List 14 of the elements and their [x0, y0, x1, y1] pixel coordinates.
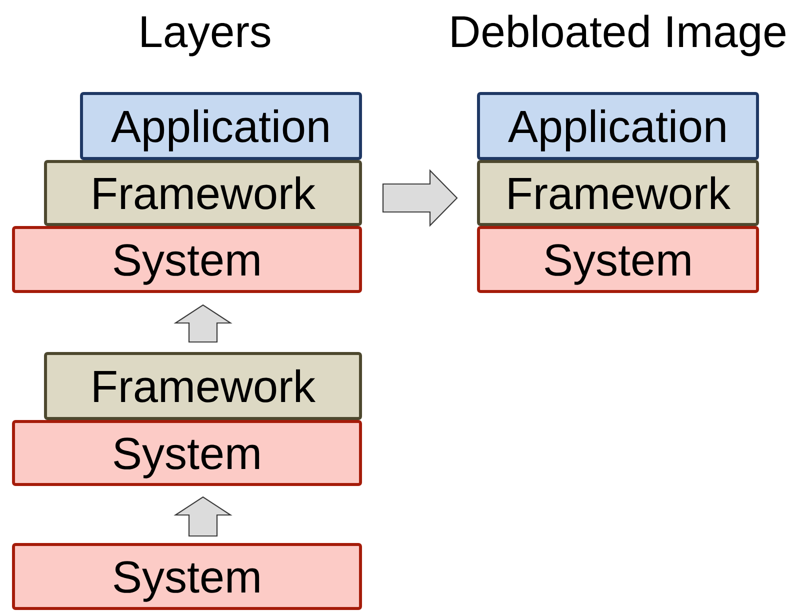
layer-box: System	[12, 420, 362, 486]
block-arrow	[174, 496, 232, 537]
layer-box: System	[12, 543, 362, 610]
layer-box: System	[477, 226, 759, 293]
layer-box: Framework	[44, 160, 362, 226]
layer-box: Application	[477, 92, 759, 160]
layer-box: System	[12, 226, 362, 293]
layer-box: Application	[80, 92, 362, 160]
block-arrow	[382, 169, 458, 227]
heading: Layers	[142, 16, 270, 56]
block-arrow	[174, 304, 232, 343]
layer-box: Framework	[477, 160, 759, 226]
layer-box: Framework	[44, 352, 362, 420]
heading: Debloated Image	[452, 14, 786, 56]
